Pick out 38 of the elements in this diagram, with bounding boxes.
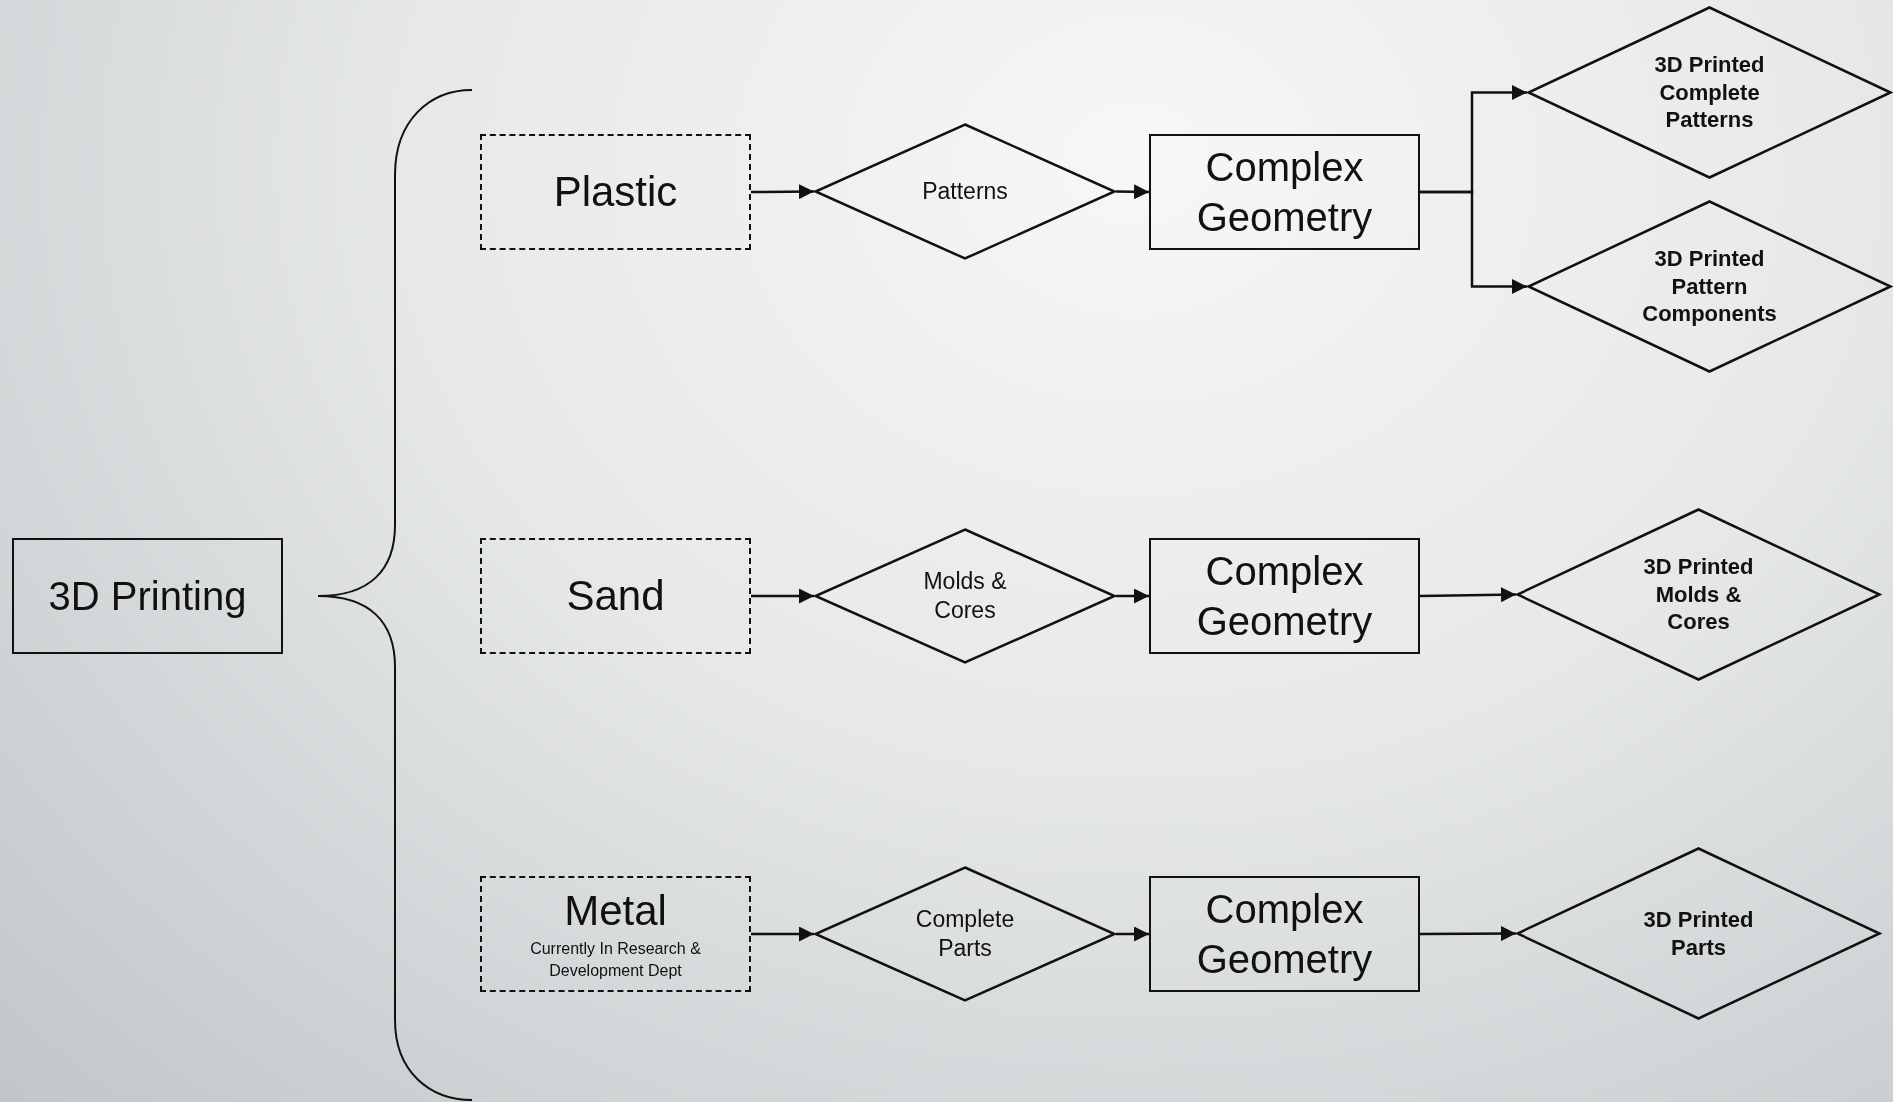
result-diamond — [1527, 200, 1892, 373]
node-label: Molds & Cores — [922, 567, 1008, 625]
arrow — [751, 588, 814, 604]
node-label: Complex Geometry — [1195, 548, 1374, 645]
node-label: 3D Printed Complete Patterns — [1653, 51, 1766, 134]
root-box — [12, 538, 283, 654]
node-label: Sand — [566, 570, 665, 621]
node-label: Complex Geometry — [1195, 886, 1374, 983]
category-box — [480, 538, 751, 654]
decision-diamond — [814, 528, 1116, 664]
arrow — [1419, 587, 1517, 603]
result-diamond — [1527, 6, 1892, 179]
result-diamond — [1516, 847, 1881, 1020]
arrow — [1420, 190, 1527, 294]
process-box — [1149, 876, 1420, 992]
node-label: 3D Printed Pattern Components — [1641, 245, 1778, 328]
result-diamond — [1516, 508, 1881, 681]
decision-diamond — [814, 866, 1116, 1002]
node-label: 3D Printed Parts — [1642, 906, 1755, 961]
process-box — [1149, 134, 1420, 250]
category-box — [480, 134, 751, 250]
node-label: 3D Printing — [48, 573, 247, 620]
node-label: Patterns — [922, 177, 1008, 206]
node-label: 3D Printed Molds & Cores — [1642, 553, 1755, 636]
node-label: Complete Parts — [914, 905, 1016, 963]
node-note: Currently In Research & Development Dept — [529, 938, 702, 982]
node-label: Metal — [564, 886, 667, 937]
node-label: Complex Geometry — [1195, 144, 1374, 241]
arrow — [1116, 588, 1149, 604]
node-label: Plastic — [553, 166, 678, 217]
arrow — [751, 184, 814, 200]
decision-diamond — [814, 123, 1116, 260]
arrow — [751, 926, 814, 942]
process-box — [1149, 538, 1420, 654]
arrow — [1116, 184, 1149, 200]
category-box — [480, 876, 751, 992]
arrow — [1116, 926, 1149, 942]
arrow — [1420, 926, 1516, 942]
